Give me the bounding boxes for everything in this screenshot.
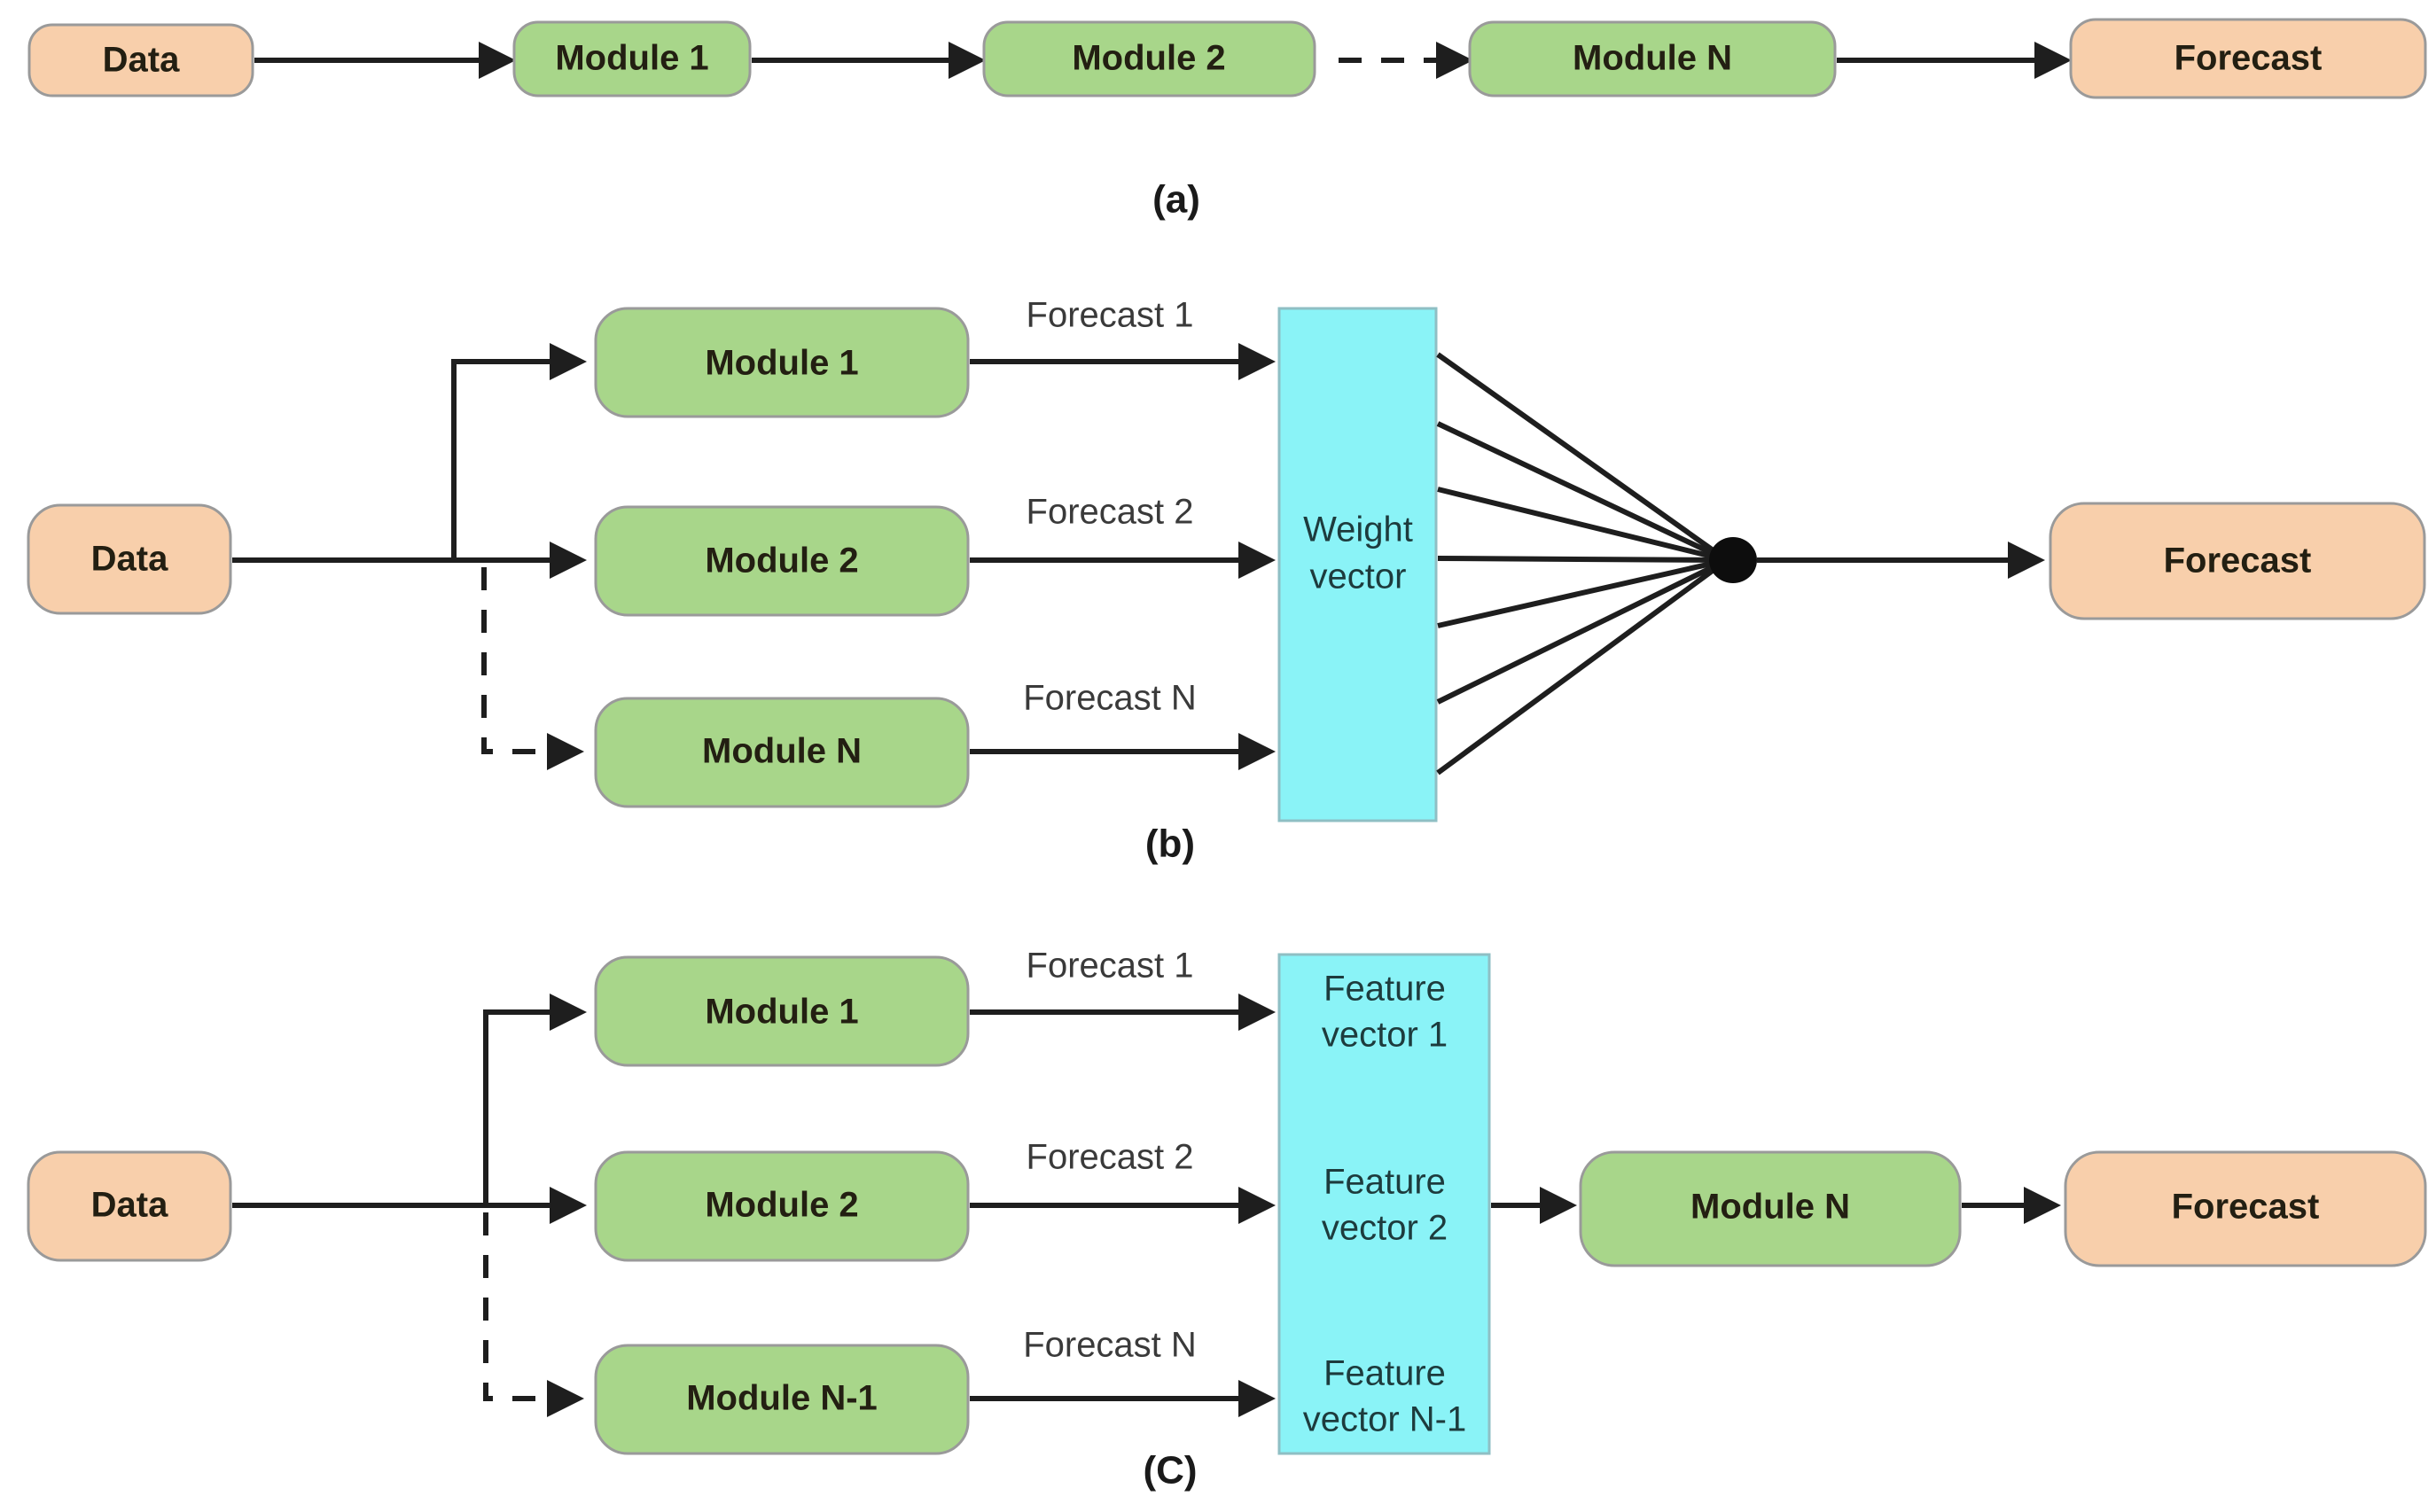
panel-b-node-forecast[interactable]: Forecast (2049, 502, 2426, 620)
edge-label-forecast-1: Forecast 1 (1027, 296, 1194, 335)
module-n-minus-1-label: Module N-1 (686, 1379, 878, 1418)
forecast-box[interactable] (2049, 502, 2426, 620)
module-n-box[interactable] (1579, 1150, 1962, 1267)
forecast-box[interactable] (2069, 18, 2427, 99)
module-1-label: Module 1 (705, 993, 858, 1032)
edge-label-forecast-n: Forecast N (1023, 1326, 1197, 1365)
feature-vector-n-1-line-2: vector N-1 (1303, 1400, 1467, 1439)
feature-vector-box[interactable] (1277, 953, 1491, 1455)
fan-line-7 (1436, 557, 1729, 775)
data-label: Data (91, 1186, 168, 1225)
weight-vector-fan-lines (1436, 352, 1729, 775)
feature-vector-1-line-2: vector 1 (1322, 1016, 1448, 1055)
edge-label-forecast-n: Forecast N (1023, 679, 1197, 718)
module-1-box[interactable] (512, 20, 752, 97)
feature-vector-2-line-2: vector 2 (1322, 1209, 1448, 1248)
forecast-box[interactable] (2064, 1150, 2427, 1267)
edge-label-forecast-2: Forecast 2 (1027, 1138, 1194, 1177)
module-1-label: Module 1 (705, 344, 858, 383)
data-box[interactable] (27, 503, 232, 615)
data-label: Data (103, 41, 180, 80)
feature-vector-2-line-1: Feature (1323, 1163, 1446, 1202)
edge-data-to-module1 (483, 994, 587, 1205)
module-2-box[interactable] (594, 505, 970, 617)
module-1-box[interactable] (594, 955, 970, 1067)
feature-vector-n-1-line-1: Feature (1323, 1354, 1446, 1393)
panel-a-node-module-n[interactable]: Module N (1468, 20, 1837, 97)
data-label: Data (91, 540, 168, 579)
panel-b-caption: (b) (1145, 822, 1195, 866)
edge-label-forecast-2: Forecast 2 (1027, 493, 1194, 532)
module-n-minus-1-box[interactable] (594, 1344, 970, 1455)
panel-c-feature-vector[interactable]: Feature vector 1 Feature vector 2 Featur… (1277, 953, 1491, 1455)
forecast-label: Forecast (2174, 39, 2323, 78)
data-box[interactable] (27, 1150, 232, 1262)
fan-line-3 (1437, 487, 1728, 563)
module-n-label: Module N (702, 732, 862, 771)
module-2-label: Module 2 (705, 542, 858, 581)
fan-line-5 (1437, 557, 1728, 628)
panel-b-node-module-2[interactable]: Module 2 (594, 505, 970, 617)
fan-line-1 (1436, 352, 1729, 563)
module-2-label: Module 2 (705, 1186, 858, 1225)
panel-b-node-module-1[interactable]: Module 1 (594, 307, 970, 418)
weight-vector-label-line-2: vector (1310, 557, 1407, 596)
summation-dot (1709, 537, 1757, 583)
module-n-box[interactable] (594, 697, 970, 808)
panel-a-caption: (a) (1152, 178, 1200, 222)
panel-c-caption: (C) (1143, 1449, 1197, 1493)
module-2-label: Module 2 (1072, 39, 1225, 78)
edge-label-forecast-1: Forecast 1 (1027, 947, 1194, 986)
panel-c-node-data[interactable]: Data (27, 1150, 232, 1262)
panel-c-node-module-1[interactable]: Module 1 (594, 955, 970, 1067)
data-box[interactable] (27, 23, 254, 97)
edge-data-to-module1 (451, 343, 587, 560)
panel-c-node-module-n[interactable]: Module N (1579, 1150, 1962, 1267)
module-n-label: Module N (1573, 39, 1732, 78)
panel-c: Data Module 1 Module 2 Module N-1 Foreca… (27, 947, 2427, 1493)
panel-b-node-data[interactable]: Data (27, 503, 232, 615)
panel-a-node-module-2[interactable]: Module 2 (982, 20, 1316, 97)
panel-c-node-forecast[interactable]: Forecast (2064, 1150, 2427, 1267)
edge-data-to-modulen1-dashed (483, 1212, 567, 1401)
forecast-label: Forecast (2172, 1188, 2320, 1227)
module-n-box[interactable] (1468, 20, 1837, 97)
fan-line-4 (1437, 556, 1728, 563)
module-1-label: Module 1 (555, 39, 708, 78)
feature-vector-1-line-1: Feature (1323, 970, 1446, 1009)
panel-a-node-module-1[interactable]: Module 1 (512, 20, 752, 97)
fan-line-2 (1436, 421, 1729, 563)
panel-c-node-module-2[interactable]: Module 2 (594, 1150, 970, 1262)
module-2-box[interactable] (594, 1150, 970, 1262)
panel-b-weight-vector[interactable]: Weight vector (1277, 307, 1438, 822)
fan-line-6 (1436, 557, 1729, 705)
panel-a: Data Module 1 Module 2 Module N Forecast… (27, 18, 2427, 222)
weight-vector-label-line-1: Weight (1303, 510, 1413, 549)
panel-b-node-module-n[interactable]: Module N (594, 697, 970, 808)
edge-data-to-modulen-dashed (481, 567, 567, 754)
module-1-box[interactable] (594, 307, 970, 418)
module-2-box[interactable] (982, 20, 1316, 97)
panel-b: Data Module 1 Module 2 Module N Forecast… (27, 296, 2426, 866)
forecast-label: Forecast (2164, 542, 2312, 581)
module-n-label: Module N (1690, 1188, 1850, 1227)
panel-a-node-forecast[interactable]: Forecast (2069, 18, 2427, 99)
panel-c-node-module-n-minus-1[interactable]: Module N-1 (594, 1344, 970, 1455)
panel-a-node-data[interactable]: Data (27, 23, 254, 97)
weight-vector-box[interactable] (1277, 307, 1438, 822)
